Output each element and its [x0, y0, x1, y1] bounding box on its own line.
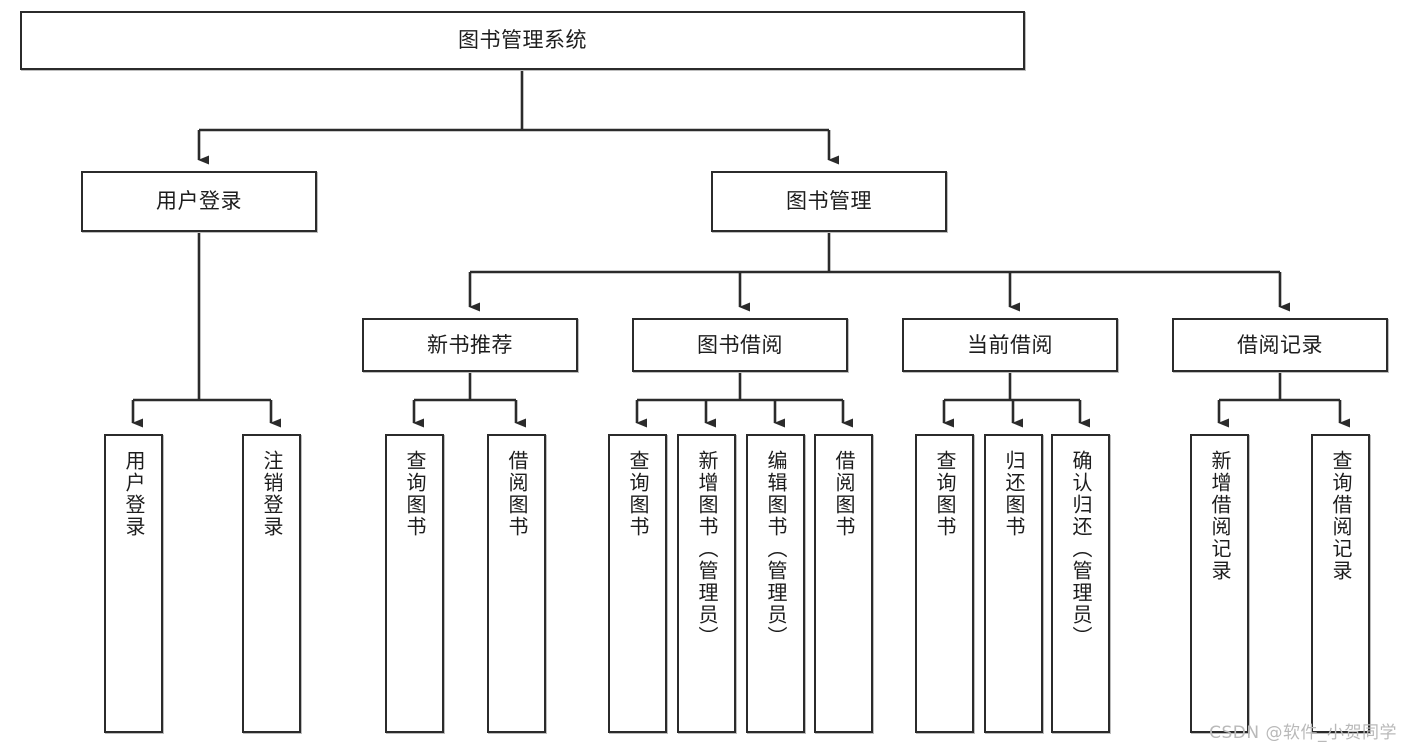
node-leaf-confirm-return-admin[interactable]: 确认归还（管理员） [1051, 434, 1110, 733]
node-leaf-query-books-current[interactable]: 查询图书 [915, 434, 974, 733]
node-label: 归还图书 [1002, 450, 1026, 538]
node-label: 借阅记录 [1237, 332, 1323, 357]
node-leaf-user-login[interactable]: 用户登录 [104, 434, 163, 733]
node-label: 借阅图书 [505, 450, 529, 538]
node-label: 查询图书 [933, 450, 957, 538]
node-label: 新书推荐 [427, 332, 513, 357]
node-label: 新增图书（管理员） [695, 450, 719, 648]
node-label: 当前借阅 [967, 332, 1053, 357]
node-label: 查询图书 [403, 450, 427, 538]
node-current-borrowing[interactable]: 当前借阅 [902, 318, 1118, 372]
node-label: 确认归还（管理员） [1069, 450, 1093, 648]
csdn-watermark: CSDN @软件_小贺同学 [1209, 723, 1397, 743]
node-label: 查询借阅记录 [1329, 450, 1353, 582]
node-label: 用户登录 [122, 450, 146, 538]
node-new-book-recommendation[interactable]: 新书推荐 [362, 318, 578, 372]
node-label: 图书借阅 [697, 332, 783, 357]
node-label: 借阅图书 [832, 450, 856, 538]
node-leaf-query-borrow-record[interactable]: 查询借阅记录 [1311, 434, 1370, 733]
node-system-root[interactable]: 图书管理系统 [20, 11, 1025, 70]
node-leaf-borrow-books[interactable]: 借阅图书 [814, 434, 873, 733]
node-leaf-user-logout[interactable]: 注销登录 [242, 434, 301, 733]
node-leaf-add-borrow-record[interactable]: 新增借阅记录 [1190, 434, 1249, 733]
node-leaf-query-books-borrow[interactable]: 查询图书 [608, 434, 667, 733]
node-book-management[interactable]: 图书管理 [711, 171, 947, 232]
node-book-borrowing[interactable]: 图书借阅 [632, 318, 848, 372]
node-leaf-add-book-admin[interactable]: 新增图书（管理员） [677, 434, 736, 733]
node-label: 编辑图书（管理员） [764, 450, 788, 648]
node-label: 查询图书 [626, 450, 650, 538]
node-label: 用户登录 [156, 189, 242, 214]
node-leaf-query-books-rec[interactable]: 查询图书 [385, 434, 444, 733]
node-leaf-edit-book-admin[interactable]: 编辑图书（管理员） [746, 434, 805, 733]
node-leaf-return-books[interactable]: 归还图书 [984, 434, 1043, 733]
node-label: 图书管理系统 [458, 28, 587, 53]
node-label: 图书管理 [786, 189, 872, 214]
node-label: 新增借阅记录 [1208, 450, 1232, 582]
node-user-login[interactable]: 用户登录 [81, 171, 317, 232]
node-label: 注销登录 [260, 450, 284, 538]
node-borrow-records[interactable]: 借阅记录 [1172, 318, 1388, 372]
node-leaf-borrow-books-rec[interactable]: 借阅图书 [487, 434, 546, 733]
